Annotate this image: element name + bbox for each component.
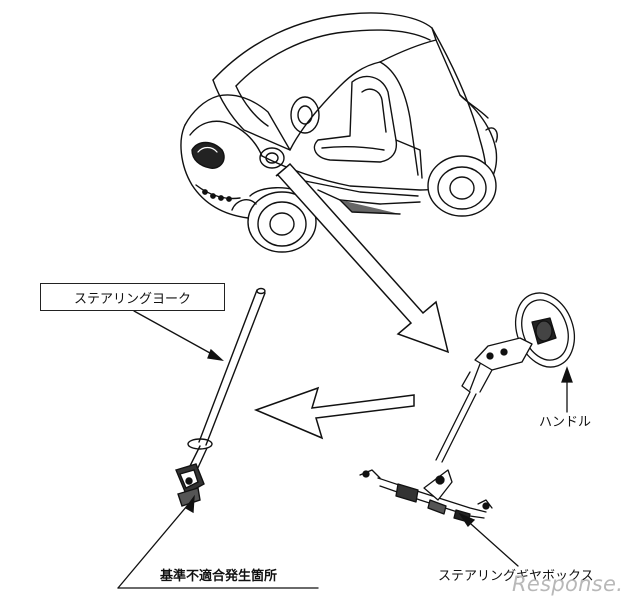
steering-yoke-shaft — [175, 287, 266, 507]
leader-lines — [117, 310, 573, 589]
label-handle: ハンドル — [539, 415, 592, 430]
arrow-car-to-steering — [275, 162, 450, 354]
label-defect-location: 基準不適合発生箇所 — [160, 569, 278, 584]
vehicle-illustration — [180, 12, 498, 253]
arrow-steering-to-yoke — [253, 386, 415, 440]
watermark-logo: Response. — [512, 572, 624, 596]
label-steering-yoke: ステアリングヨーク — [40, 283, 225, 311]
flow-arrows — [253, 162, 450, 440]
steering-assembly — [359, 292, 575, 523]
label-gearbox: ステアリングギヤボックス — [438, 569, 594, 584]
